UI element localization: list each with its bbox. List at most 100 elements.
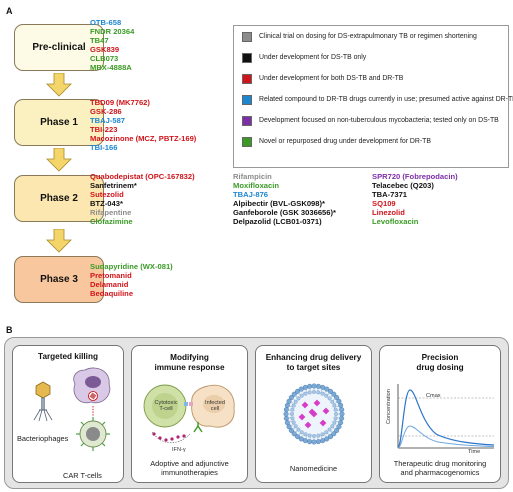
drug-name: Clofazimine xyxy=(90,217,133,227)
phase-preclinical-box: Pre-clinical xyxy=(14,24,104,71)
card-caption-line1: Adoptive and adjunctive xyxy=(150,459,229,468)
legend-item: Novel or repurposed drug under developme… xyxy=(242,137,431,147)
drug-name: TBA-7371 xyxy=(372,190,408,200)
drug-name: CLB073 xyxy=(90,54,119,64)
ifn-gamma-label: IFN-γ xyxy=(172,447,186,453)
immune-response-illustration xyxy=(143,384,235,444)
drug-name: Sudapyridine (WX-081) xyxy=(90,262,173,271)
synapse-connector-icon xyxy=(184,402,193,406)
phase-label: Phase 3 xyxy=(40,274,78,285)
nanoparticle-illustration xyxy=(283,383,345,445)
legend-text: Clinical trial on dosing for DS-extrapul… xyxy=(259,33,477,40)
receptor-icon xyxy=(193,422,203,433)
concentration-time-graph xyxy=(397,384,495,449)
drug-name: Macozinone (MCZ, PBTZ-169) xyxy=(90,134,197,144)
concentration-curve-low xyxy=(397,425,495,449)
drug-name: Rifapentine xyxy=(90,208,132,218)
phase-label: Pre-clinical xyxy=(32,42,86,53)
drug-name: SQ109 xyxy=(372,199,396,209)
drug-name: Linezolid xyxy=(372,208,405,218)
phase-1-box: Phase 1 xyxy=(14,99,104,146)
drug-name: Quabodepistat (OPC-167832) xyxy=(90,172,195,181)
legend-text: Related compound to DR-TB drugs currentl… xyxy=(259,96,513,103)
time-axis-label: Time xyxy=(468,449,481,455)
phase2-drug-list-col3: SPR720 (Fobrepodacin)Telacebec (Q203)TBA… xyxy=(372,172,458,227)
legend-swatch xyxy=(242,53,252,63)
legend-swatch xyxy=(242,137,252,147)
card-title: Targeted killing xyxy=(38,352,98,361)
card-title-line1: Enhancing drug delivery xyxy=(265,353,362,362)
legend-swatch xyxy=(242,95,252,105)
drug-name: Levofloxacin xyxy=(372,217,419,227)
drug-name: BTZ-043* xyxy=(90,199,123,209)
infected-cell-icon xyxy=(191,384,235,428)
drug-name: Alpibectir (BVL-GSK098)* xyxy=(233,199,325,209)
drug-name: Moxifloxacin xyxy=(233,181,279,191)
concentration-curve-high xyxy=(397,389,495,449)
drug-name: OTB-658 xyxy=(90,18,122,27)
drug-delivery-card: Enhancing drug delivery to target sites … xyxy=(255,345,372,483)
legend-swatch xyxy=(242,32,252,42)
cytotoxic-label-line2: T-cell xyxy=(159,406,173,412)
panel-b-label: B xyxy=(6,325,13,335)
cytotoxic-label: Cytotoxic T-cell xyxy=(153,400,179,412)
targeted-killing-card: Targeted killing xyxy=(12,345,124,483)
drug-name: Bedaquiline xyxy=(90,289,134,299)
drug-name: Sanfetrinem* xyxy=(90,181,137,191)
down-arrow-icon xyxy=(46,148,72,172)
legend-text: Development focused on non-tuberculous m… xyxy=(259,117,499,124)
card-title-line2: to target sites xyxy=(286,363,341,372)
bacteriophage-icon xyxy=(33,381,53,422)
phase-3-box: Phase 3 xyxy=(14,256,104,303)
panel-a-label: A xyxy=(6,6,13,16)
legend-swatch xyxy=(242,116,252,126)
drug-name: Ganfeborole (GSK 3036656)* xyxy=(233,208,336,218)
cmax-label: Cmax xyxy=(426,393,441,399)
phase-label: Phase 1 xyxy=(40,117,78,128)
precision-dosing-card: Precision drug dosing Cmax Concentration… xyxy=(379,345,501,483)
drug-name: Delamanid xyxy=(90,280,129,290)
drug-name: TBI-166 xyxy=(90,143,118,153)
targeted-killing-illustration xyxy=(33,367,111,451)
legend-text: Novel or repurposed drug under developme… xyxy=(259,138,431,145)
card-title-line1: Precision xyxy=(421,353,459,362)
modifying-immune-response-card: Modifying immune response Cytotoxic T-ce… xyxy=(131,345,248,483)
drug-name: TBAJ-876 xyxy=(233,190,269,200)
legend-text: Under development for DS-TB only xyxy=(259,54,367,61)
drug-name: Delpazolid (LCB01-0371) xyxy=(233,217,322,227)
legend-item: Under development for both DS-TB and DR-… xyxy=(242,74,403,84)
drug-name: Sutezolid xyxy=(90,190,124,200)
car-t-cell-icon xyxy=(76,406,110,451)
infected-label-line1: Infected xyxy=(205,400,225,406)
phase2-drug-list-col1: Quabodepistat (OPC-167832)Sanfetrinem*Su… xyxy=(90,172,195,227)
down-arrow-icon xyxy=(46,73,72,97)
drug-name: Pretomanid xyxy=(90,271,132,281)
drug-name: TBD09 (MK7762) xyxy=(90,98,150,107)
legend-swatch xyxy=(242,74,252,84)
cytotoxic-label-line1: Cytotoxic xyxy=(154,400,178,406)
concentration-axis-label: Concentration xyxy=(386,389,392,424)
card-title-line1: Modifying xyxy=(170,353,209,362)
infected-label-line2: cell xyxy=(210,406,220,412)
infected-cell-icon xyxy=(73,367,111,404)
drug-name: MBX-4888A xyxy=(90,63,132,73)
bacteriophages-label: Bacteriophages xyxy=(17,434,69,443)
legend-text: Under development for both DS-TB and DR-… xyxy=(259,75,404,82)
drug-name: Rifampicin xyxy=(233,172,272,181)
color-legend: Clinical trial on dosing for DS-extrapul… xyxy=(233,25,513,168)
ifn-gamma-particles-icon xyxy=(152,432,186,442)
legend-item: Development focused on non-tuberculous m… xyxy=(242,116,499,126)
card-caption-line2: and pharmacogenomics xyxy=(400,468,480,477)
legend-item: Clinical trial on dosing for DS-extrapul… xyxy=(242,32,477,42)
drug-name: GSK839 xyxy=(90,45,120,55)
drug-name: SPR720 (Fobrepodacin) xyxy=(372,172,458,181)
nanoparticle-icon xyxy=(283,383,345,445)
phase-2-box: Phase 2 xyxy=(14,175,104,222)
drug-name: TBAJ-587 xyxy=(90,116,126,126)
card-title-line2: immune response xyxy=(154,363,225,372)
car-t-cells-label: CAR T-cells xyxy=(63,471,102,480)
